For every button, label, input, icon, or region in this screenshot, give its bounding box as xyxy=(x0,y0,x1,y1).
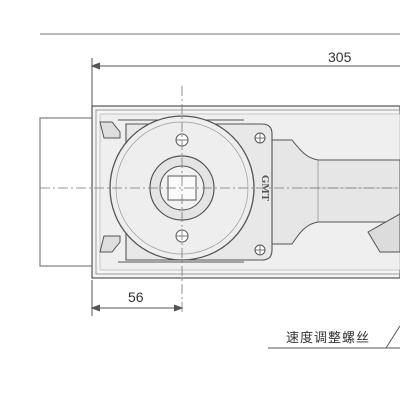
center-lines xyxy=(40,86,400,312)
pivot-offset-label: 56 xyxy=(128,289,144,305)
cover-plate xyxy=(99,119,244,263)
callout-leader xyxy=(268,325,400,349)
overall-length-label: 305 xyxy=(328,49,352,65)
speed-adjust-screw-callout: 速度调整螺丝 xyxy=(286,330,370,346)
plate-screw-bottom xyxy=(254,244,266,256)
plate-screw-top xyxy=(254,132,266,144)
spring-arm xyxy=(269,139,400,253)
overall-length-dimension xyxy=(90,58,400,108)
door-edge-outline xyxy=(39,117,93,267)
pivot-offset-dimension xyxy=(90,280,184,316)
